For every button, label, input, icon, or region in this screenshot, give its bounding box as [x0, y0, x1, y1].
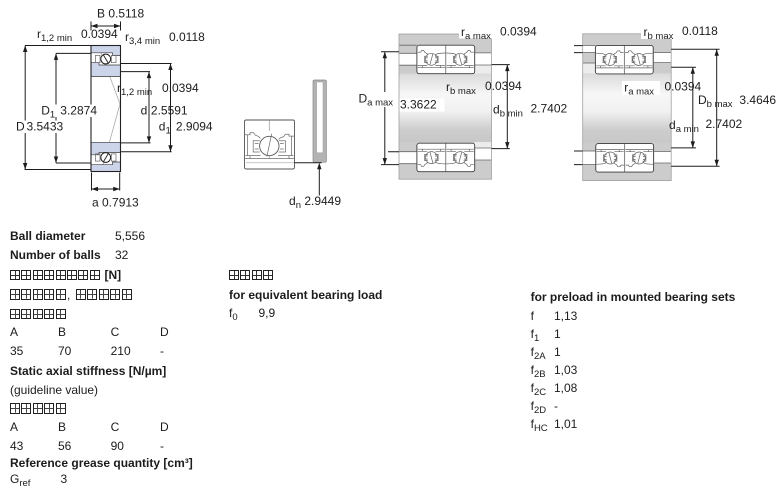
svg-text:0.0118: 0.0118: [169, 30, 205, 44]
svg-text:dn 2.9449: dn 2.9449: [289, 194, 341, 211]
svg-text:a 0.7913: a 0.7913: [92, 196, 139, 210]
svg-text:0.0394: 0.0394: [500, 25, 537, 39]
svg-text:Db max: Db max: [698, 93, 733, 110]
svg-text:0.0394: 0.0394: [665, 80, 702, 94]
svg-text:0.0394: 0.0394: [162, 81, 199, 95]
svg-text:r1,2 min: r1,2 min: [37, 27, 72, 44]
svg-text:d12.9094: d12.9094: [159, 119, 213, 136]
svg-text:0.0394: 0.0394: [485, 79, 522, 93]
svg-text:3.3622: 3.3622: [400, 98, 437, 112]
svg-text:d2.5591: d2.5591: [141, 104, 188, 118]
svg-text:B 0.5118: B 0.5118: [97, 7, 144, 21]
svg-text:D3.5433: D3.5433: [16, 119, 64, 133]
svg-text:D13.2874: D13.2874: [41, 104, 97, 121]
svg-text:r1,2 min: r1,2 min: [117, 81, 152, 98]
svg-text:db min: db min: [493, 103, 523, 120]
svg-text:0.0394: 0.0394: [81, 27, 118, 41]
svg-text:2.7402: 2.7402: [706, 117, 743, 131]
svg-text:r3,4 min: r3,4 min: [125, 30, 160, 47]
svg-text:2.7402: 2.7402: [531, 102, 568, 116]
svg-text:da min: da min: [669, 118, 699, 135]
svg-text:3.4646: 3.4646: [739, 93, 776, 107]
svg-text:0.0118: 0.0118: [682, 24, 718, 38]
